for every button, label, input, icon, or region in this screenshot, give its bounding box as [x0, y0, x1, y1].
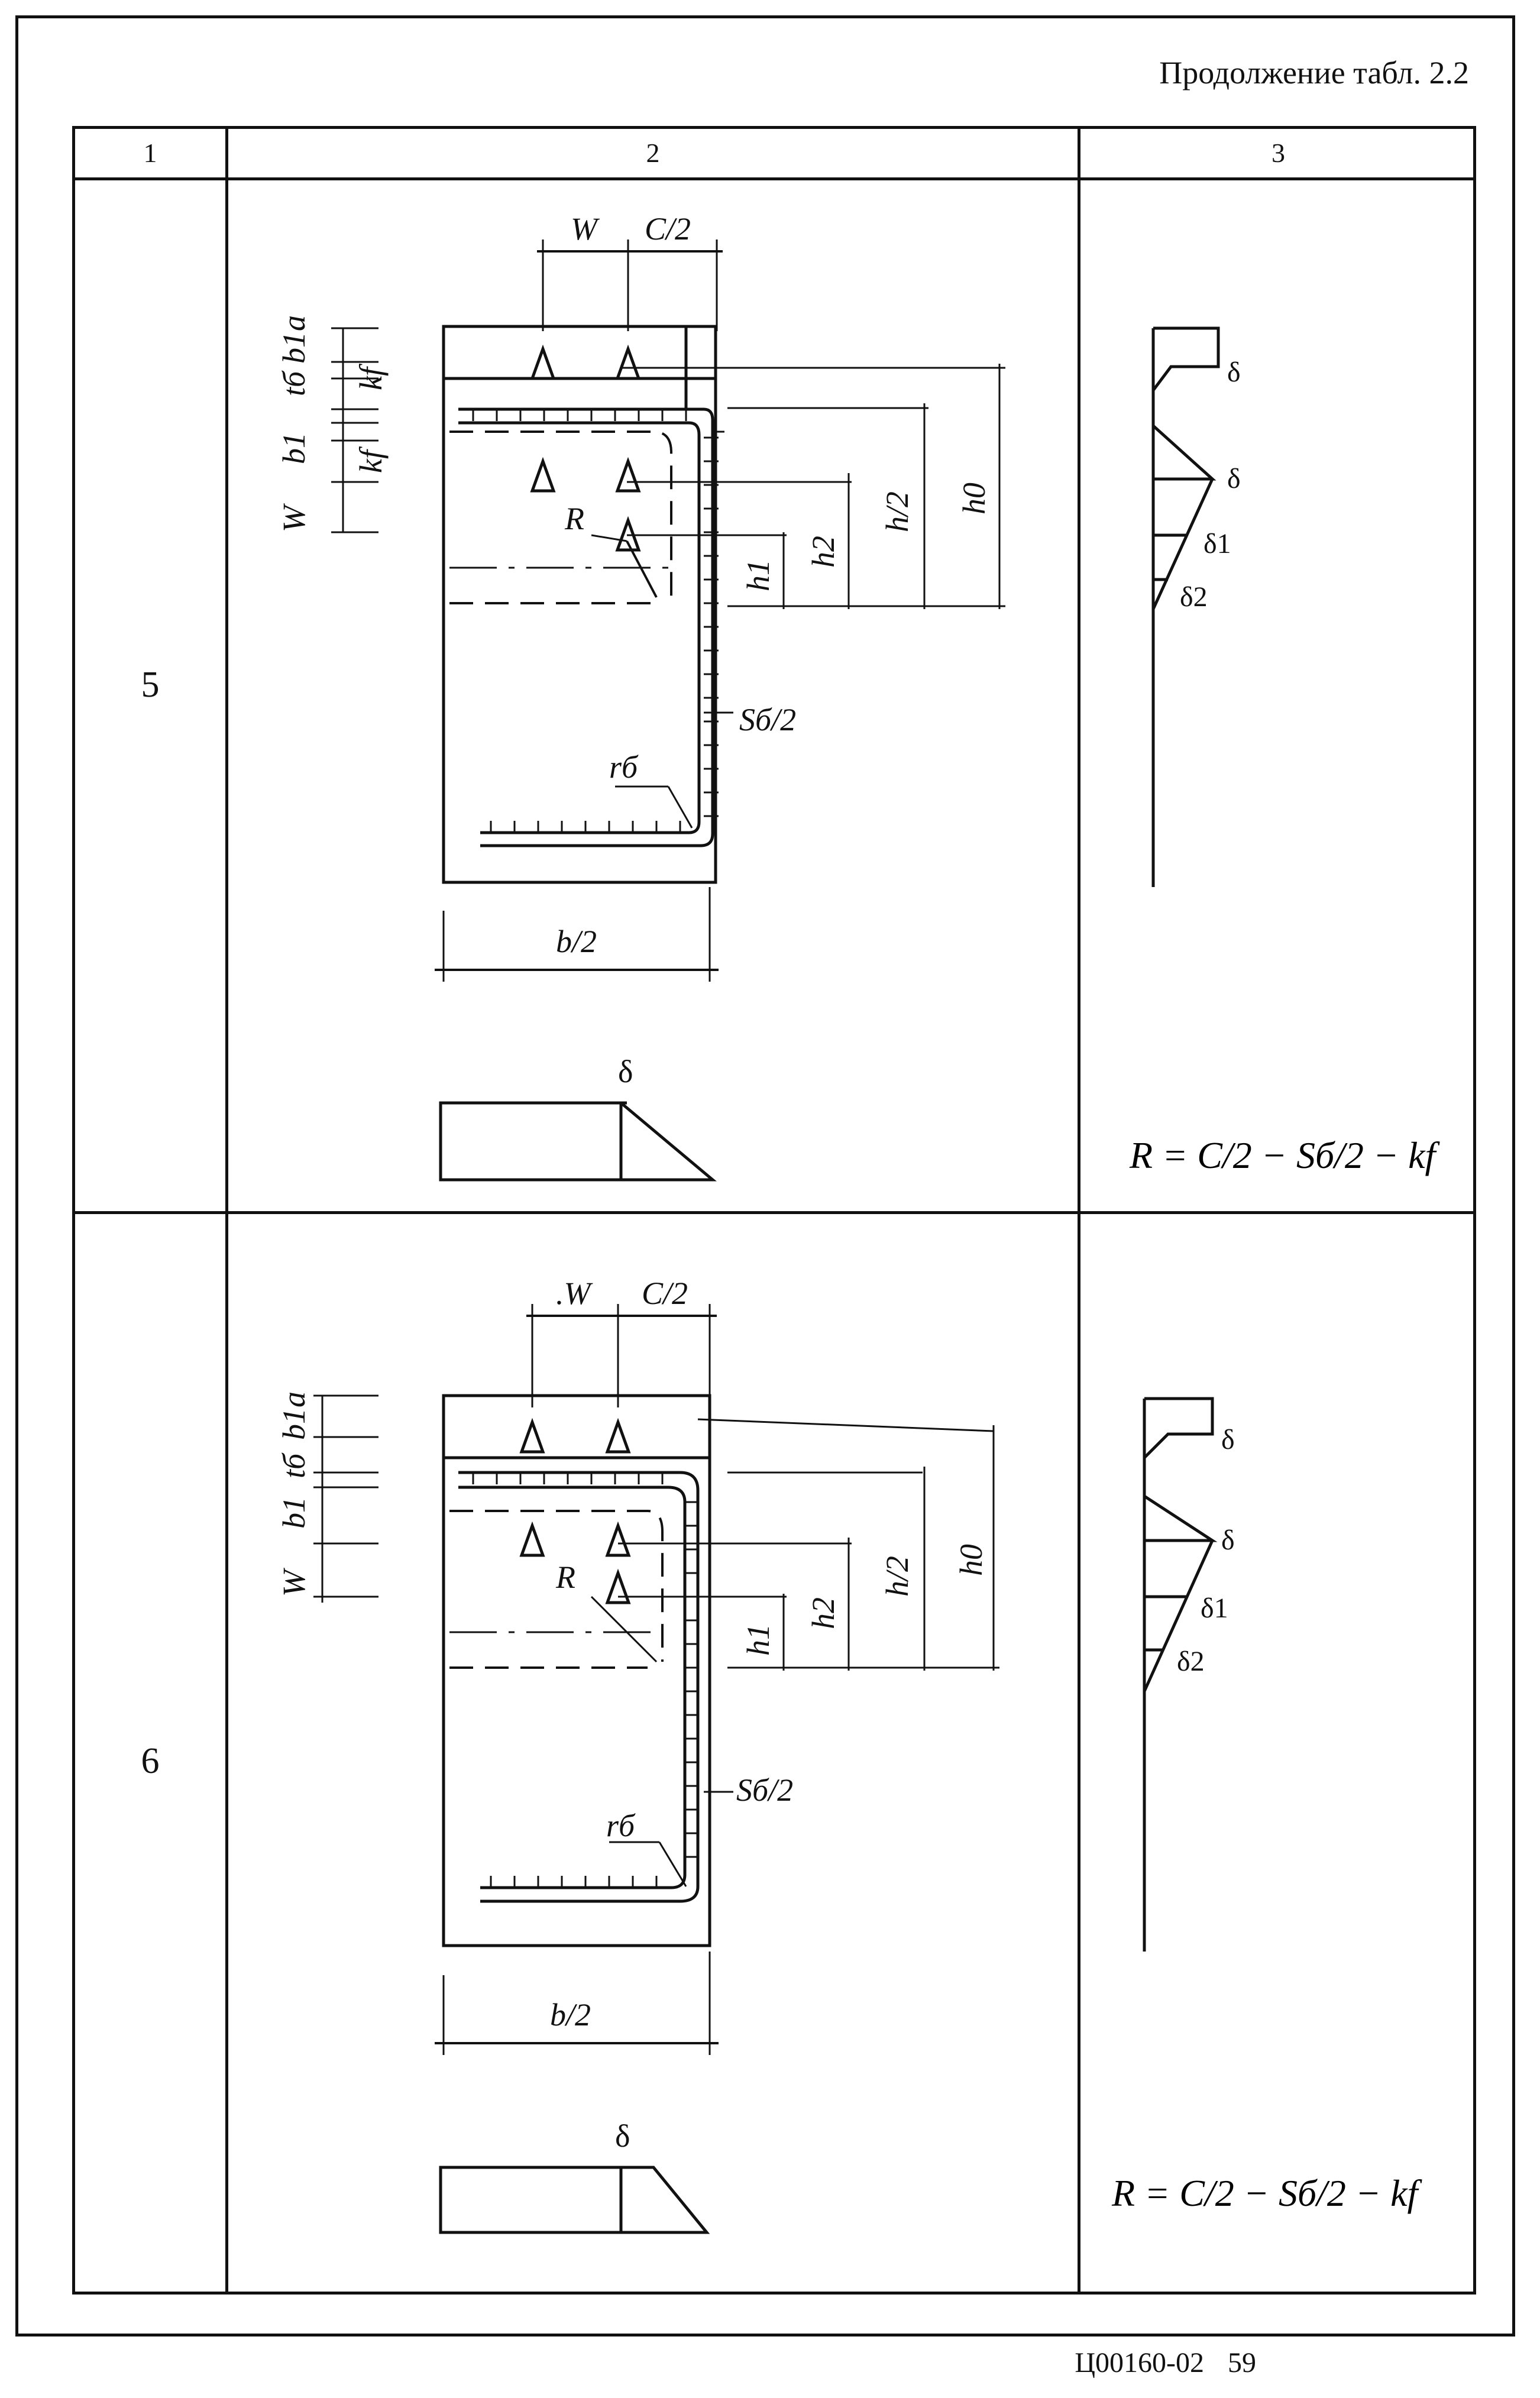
dim-W: W — [571, 211, 600, 247]
dim-tb-6: tб — [276, 1452, 312, 1478]
row5-epure — [1151, 326, 1220, 887]
dim-b1-upper: b1 — [276, 332, 312, 364]
label-delta-6: δ — [615, 2118, 630, 2154]
row5-labels: W C/2 R Sб/2 rб b/2 δ W b1 tб b1 a kf kf… — [276, 211, 992, 1089]
col-header-2: 2 — [646, 138, 660, 168]
label-r-6: rб — [606, 1808, 636, 1843]
formula-row6: R = C/2 − Sб/2 − kf — [1111, 2172, 1423, 2214]
dim-h-half: h/2 — [879, 491, 915, 532]
label-b2: b/2 — [556, 924, 597, 959]
dim-kf-upper: kf — [353, 363, 389, 390]
dim-h2: h2 — [805, 536, 841, 568]
label-delta: δ — [618, 1054, 633, 1089]
svg-text:δ: δ — [1227, 463, 1241, 494]
col-divider-1 — [225, 129, 228, 2292]
dim-kf-lower: kf — [353, 446, 389, 473]
page-footer: Ц00160-02 59 — [1051, 2347, 1256, 2379]
dim-a: a — [276, 315, 312, 331]
dim-tb: tб — [276, 370, 312, 396]
dim-b1-lower-6: b1 — [276, 1497, 312, 1529]
row6-labels: .W C/2 R Sб/2 rб b/2 δ W b1 tб b1 a h1 h… — [276, 1276, 989, 2154]
label-R-6: R — [555, 1559, 575, 1595]
dim-h0-6: h0 — [953, 1544, 989, 1576]
dim-h1: h1 — [740, 559, 776, 591]
row-number-6: 6 — [141, 1741, 160, 1781]
svg-text:δ1: δ1 — [1201, 1593, 1228, 1624]
dim-W-left-6: W — [276, 1567, 312, 1597]
row-divider — [75, 1211, 1473, 1214]
label-S-6: Sб/2 — [736, 1772, 793, 1808]
label-r: rб — [609, 749, 639, 785]
svg-text:δ2: δ2 — [1180, 581, 1208, 613]
dim-h2-6: h2 — [805, 1597, 841, 1629]
doc-code: Ц00160-02 — [1075, 2347, 1204, 2378]
label-R: R — [564, 501, 584, 536]
col-header-1: 1 — [143, 138, 157, 168]
col-header-3: 3 — [1272, 138, 1285, 168]
table-caption: Продолжение табл. 2.2 — [1159, 55, 1469, 90]
label-S: Sб/2 — [739, 702, 796, 737]
row6-epure-labels: δ δ δ1 δ2 — [1177, 1424, 1235, 1677]
table: 1 2 3 5 6 — [72, 126, 1476, 2295]
dim-b1-lower: b1 — [276, 432, 312, 464]
page-number: 59 — [1228, 2347, 1256, 2378]
row6-hatching — [472, 1473, 699, 1888]
formula-row5: R = C/2 − Sб/2 − kf — [1129, 1134, 1441, 1176]
dim-h-half-6: h/2 — [879, 1556, 915, 1597]
row-number-5: 5 — [141, 665, 160, 705]
dim-C2: C/2 — [645, 211, 691, 247]
row6-section-drawing — [313, 1304, 999, 2234]
svg-text:δ: δ — [1221, 1424, 1235, 1455]
row5-hatching — [472, 409, 719, 833]
dim-W-6: .W — [556, 1276, 594, 1311]
dim-b1-upper-6: b1 — [276, 1408, 312, 1440]
label-b2-6: b/2 — [550, 1997, 591, 2033]
svg-text:δ1: δ1 — [1203, 528, 1231, 559]
dim-C2-6: C/2 — [642, 1276, 688, 1311]
svg-text:δ2: δ2 — [1177, 1646, 1205, 1677]
row6-epure — [1143, 1397, 1218, 1952]
page-frame — [15, 15, 1515, 2336]
row5-section-drawing — [331, 240, 1005, 1182]
dim-h1-6: h1 — [740, 1624, 776, 1656]
row5-epure-labels: δ δ δ1 δ2 — [1180, 357, 1241, 613]
dim-a-6: a — [276, 1391, 312, 1407]
dim-h0: h0 — [956, 483, 992, 514]
svg-text:δ: δ — [1227, 357, 1241, 388]
svg-text:δ: δ — [1221, 1525, 1235, 1556]
col-divider-2 — [1078, 129, 1080, 2292]
dim-W-left: W — [276, 503, 312, 532]
header-divider — [75, 177, 1473, 180]
